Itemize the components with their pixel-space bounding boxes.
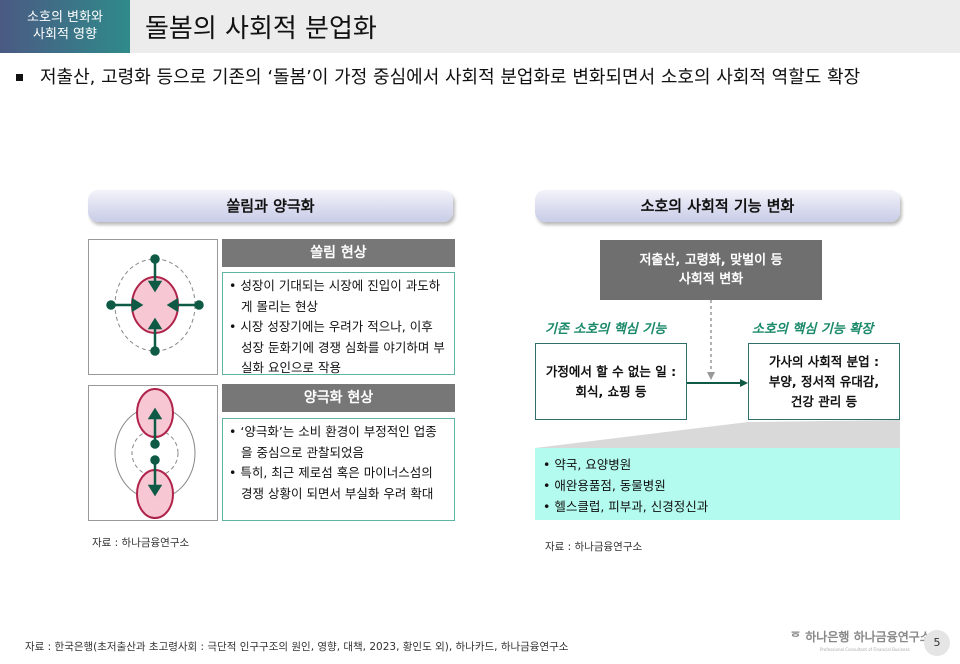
lead-text: 저출산, 고령화 등으로 기존의 ‘돌봄’이 가정 중심에서 사회적 분업화로 … [40, 67, 861, 88]
bullet-item: • 특히, 최근 제로섬 혹은 마이너스섬의 경쟁 상황이 되면서 부실화 우려… [229, 465, 434, 501]
section-title: 양극화 현상 [222, 384, 455, 412]
polarization-icon [114, 388, 196, 519]
expanded-function-box: 가사의 사회적 분업 :부양, 정서적 유대감,건강 관리 등 [748, 343, 900, 420]
examples-box: • 약국, 요양병원 • 애완용품점, 동물병원 • 헬스클럽, 피부과, 신경… [535, 448, 900, 520]
footer-source: 자료 : 한국은행(초저출산과 초고령사회 : 극단적 인구구조의 원인, 영향… [25, 641, 569, 653]
lead-bullet: 저출산, 고령화 등으로 기존의 ‘돌봄’이 가정 중심에서 사회적 분업화로 … [10, 64, 950, 91]
flow-connectors [535, 300, 900, 448]
bullet-square-icon [16, 74, 23, 81]
list-item: • 약국, 요양병원 [543, 457, 632, 472]
section-tag-line: 사회적 영향 [33, 27, 97, 42]
concentration-diagram [88, 239, 218, 375]
section-tag-line: 소호의 변화와 [27, 10, 103, 25]
logo-icon: ᅙ [790, 630, 802, 644]
right-panel-heading: 소호의 사회적 기능 변화 [535, 190, 900, 222]
concentration-icon [106, 254, 204, 356]
polarization-text: • ‘양극화’는 소비 환경이 부정적인 업종을 중심으로 관찰되었음 • 특히… [222, 418, 455, 521]
left-source: 자료 : 하나금융연구소 [92, 537, 190, 549]
existing-function-box: 가정에서 할 수 없는 일 :회식, 쇼핑 등 [535, 343, 687, 420]
label-existing-function: 기존 소호의 핵심 기능 [545, 322, 667, 337]
company-logo: ᅙ 하나은행 하나금융연구소 [790, 630, 931, 644]
page-number: 5 [924, 630, 950, 656]
list-item: • 헬스클럽, 피부과, 신경정신과 [543, 499, 709, 514]
bullet-item: • ‘양극화’는 소비 환경이 부정적인 업종을 중심으로 관찰되었음 [229, 424, 437, 460]
section-title: 쏠림 현상 [222, 239, 455, 267]
right-source: 자료 : 하나금융연구소 [545, 541, 643, 553]
title-bar [130, 0, 960, 53]
bullet-item: • 성장이 기대되는 시장에 진입이 과도하게 몰리는 현상 [229, 278, 441, 314]
page-title: 돌봄의 사회적 분업화 [145, 14, 377, 44]
left-panel-heading: 쏠림과 양극화 [88, 190, 453, 222]
list-item: • 애완용품점, 동물병원 [543, 478, 666, 493]
logo-tagline: Professional Consultant of Financial Bus… [820, 647, 910, 652]
concentration-text: • 성장이 기대되는 시장에 진입이 과도하게 몰리는 현상 • 시장 성장기에… [222, 272, 455, 375]
bullet-item: • 시장 성장기에는 우려가 적으나, 이후 성장 둔화기에 경쟁 심화를 야기… [229, 319, 445, 375]
label-expanded-function: 소호의 핵심 기능 확장 [752, 322, 874, 337]
polarization-diagram [88, 385, 218, 521]
